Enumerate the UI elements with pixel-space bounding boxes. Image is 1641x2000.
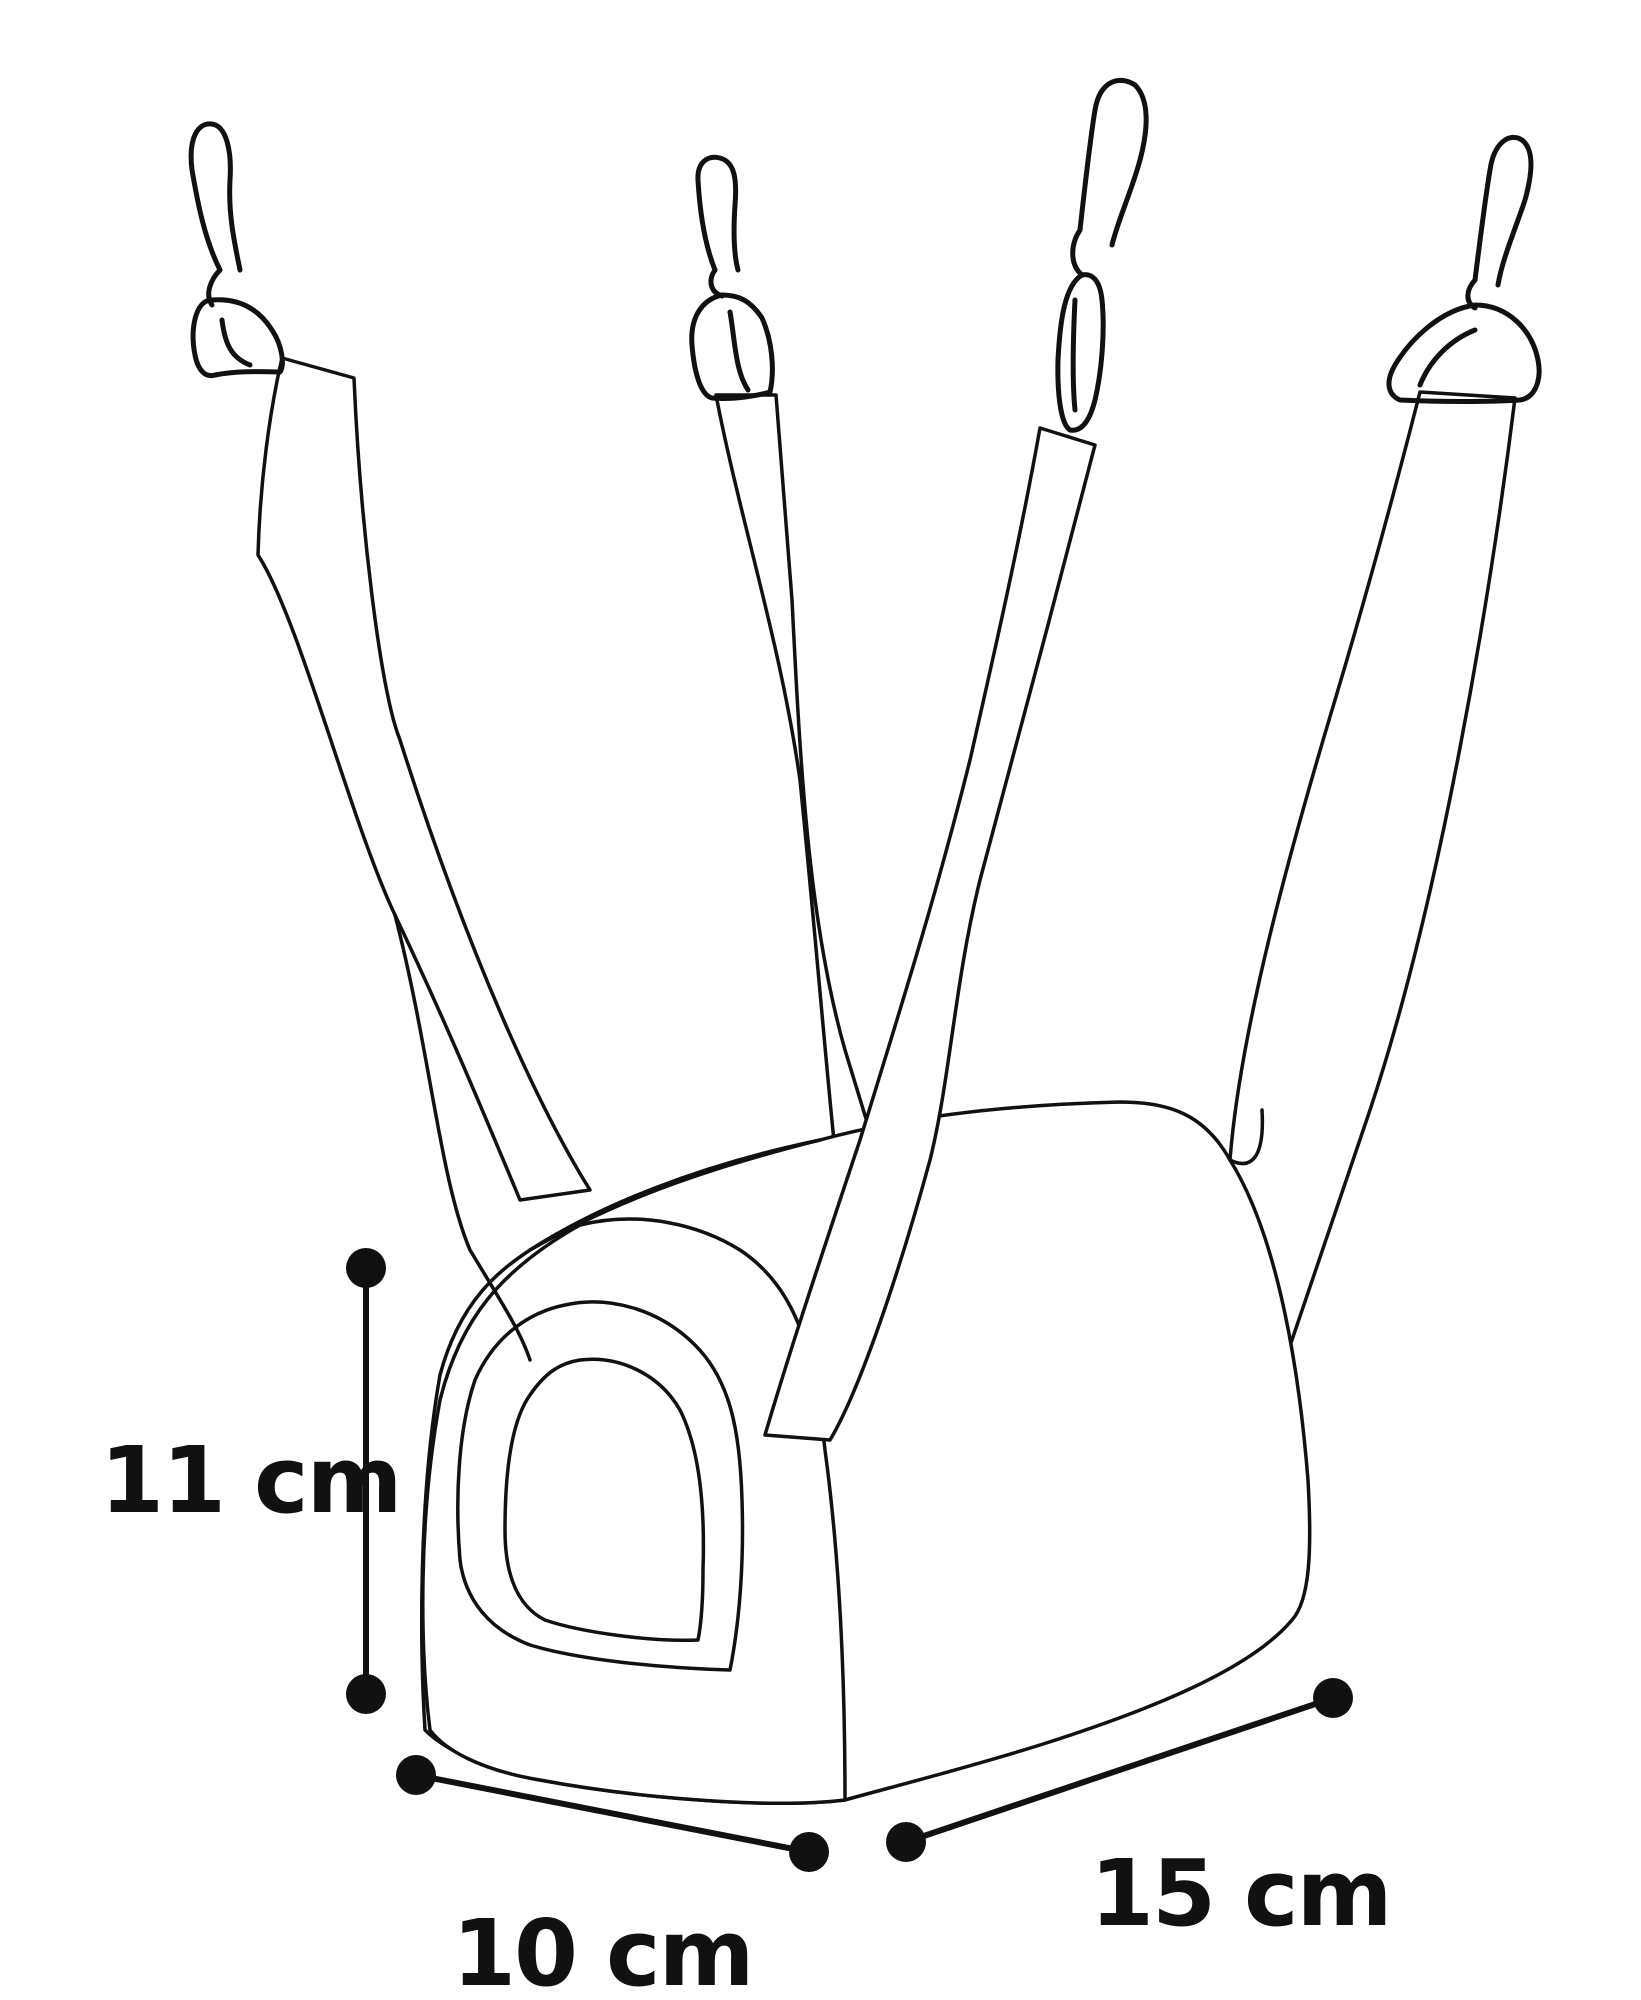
width-label: 10 cm bbox=[452, 1900, 752, 2000]
strap-back-right bbox=[1228, 390, 1517, 1392]
strap-back-middle bbox=[714, 393, 902, 1242]
hook-middle-left bbox=[689, 154, 775, 401]
hook-left bbox=[188, 121, 285, 379]
dimension-height: 11 cm bbox=[100, 1248, 402, 1714]
dimension-depth: 15 cm bbox=[886, 1678, 1392, 1947]
hook-right bbox=[1386, 134, 1542, 404]
depth-label: 15 cm bbox=[1090, 1840, 1390, 1947]
strap-front-left-lower bbox=[393, 913, 532, 1362]
entrance-opening bbox=[456, 1300, 745, 1672]
hook-middle-right bbox=[1055, 77, 1149, 433]
height-label: 11 cm bbox=[100, 1427, 400, 1534]
dimension-width: 10 cm bbox=[396, 1755, 829, 2000]
strap-back-left bbox=[256, 356, 592, 1202]
strap-front-right bbox=[763, 426, 1097, 1442]
